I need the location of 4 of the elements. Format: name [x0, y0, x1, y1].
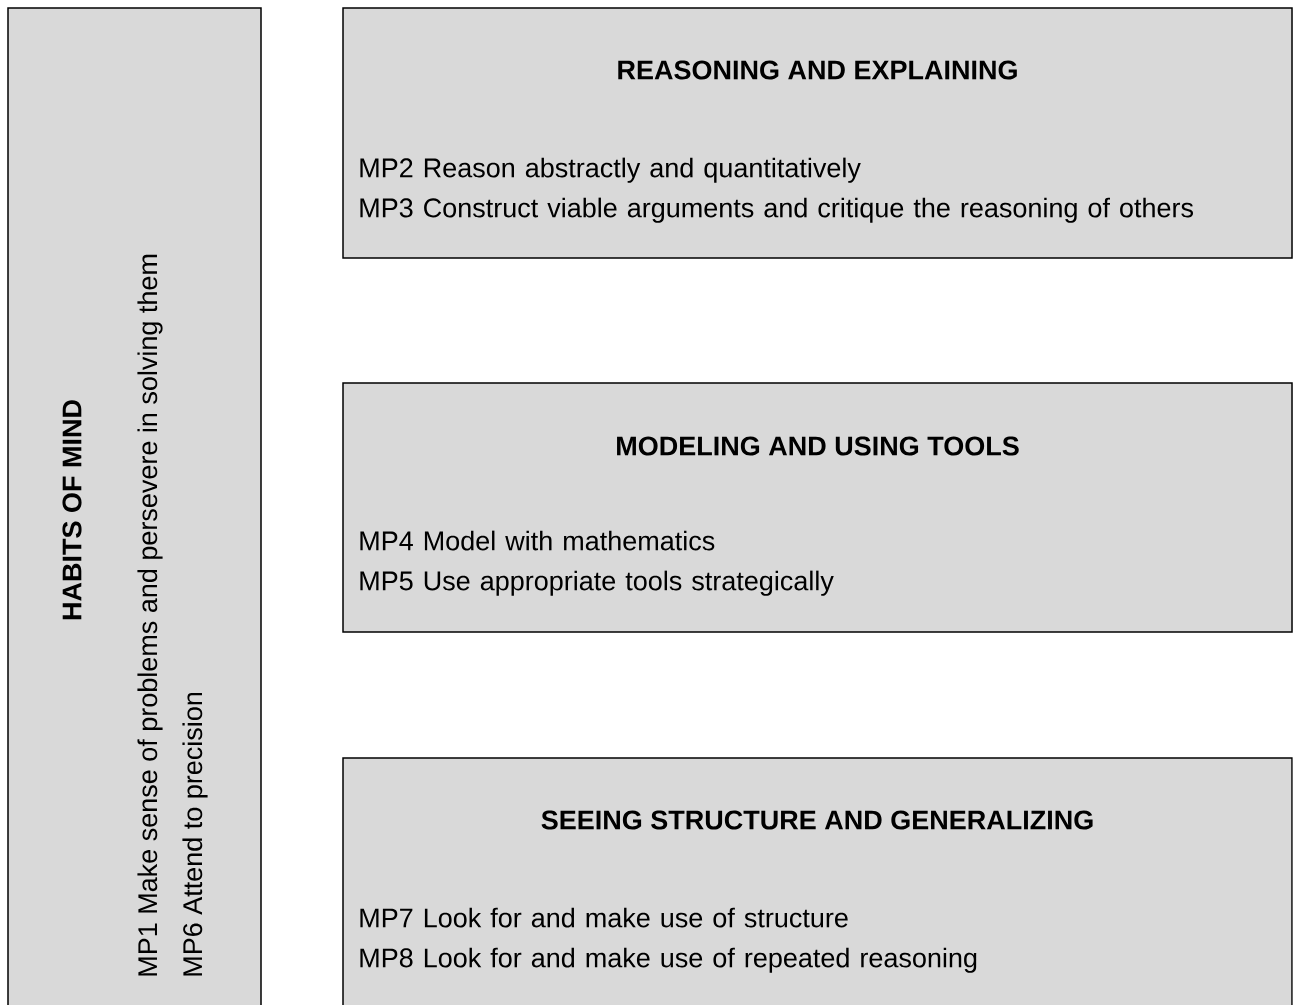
- side-panel: HABITS OF MIND MP1 Make sense of problems and persevere in solving them MP6 Attend to precision: [7, 7, 262, 1005]
- category-box: SEEING STRUCTURE AND GENERALIZING MP7 Look for and make use of structure MP8 Look for and make use of repeated reasoning: [342, 757, 1293, 1005]
- category-box: MODELING AND USING TOOLS MP4 Model with mathematics MP5 Use appropriate tools strategically: [342, 382, 1293, 633]
- category-box: REASONING AND EXPLAINING MP2 Reason abstractly and quantitatively MP3 Construct viable arguments and critique the reasoning of others: [342, 7, 1293, 259]
